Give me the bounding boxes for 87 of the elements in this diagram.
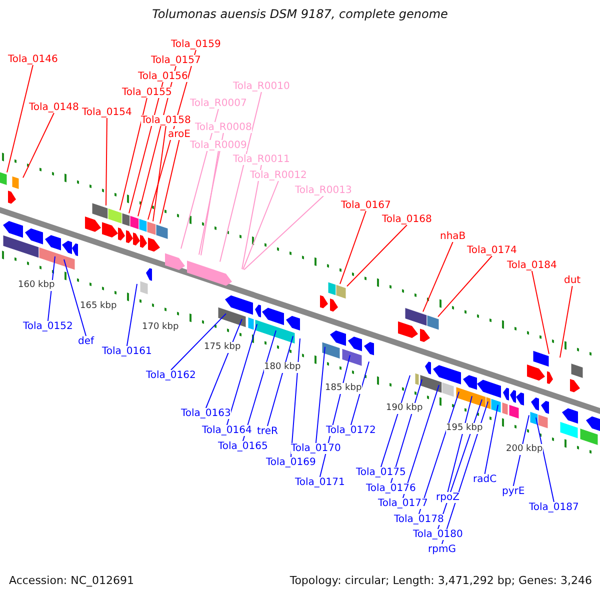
- gene-label: Tola_0157: [151, 55, 201, 66]
- leader-line: [160, 140, 180, 224]
- gene-label: Tola_0155: [122, 87, 172, 98]
- gene-label: Tola_R0010: [233, 81, 290, 92]
- genome-info-text: Topology: circular; Length: 3,471,292 bp; Genes: 3,246: [290, 575, 592, 586]
- leader-line: [422, 242, 454, 312]
- leader-line: [315, 346, 326, 444]
- leader-line: [346, 224, 408, 287]
- gene-label: Tola_0165: [218, 441, 268, 452]
- gene-label: Tola_0174: [467, 245, 517, 256]
- gene-label: Tola_R0008: [195, 122, 252, 133]
- gene-label: Tola_0162: [146, 370, 196, 381]
- gene-label: def: [78, 336, 94, 347]
- leader-line: [484, 404, 498, 474]
- gene-label: Tola_0170: [291, 443, 341, 454]
- gene-label: Tola_0171: [295, 477, 345, 488]
- gene-label: aroE: [168, 129, 190, 140]
- leader-line: [220, 92, 262, 262]
- gene-label: Tola_R0012: [250, 170, 307, 181]
- leader-line: [170, 313, 226, 370]
- gene-label: Tola_0154: [82, 107, 132, 118]
- leader-line: [152, 126, 166, 222]
- leader-line: [531, 270, 550, 354]
- gene-label: radC: [473, 474, 497, 485]
- scale-label: 185 kbp: [325, 382, 362, 394]
- gene-label: Tola_R0009: [190, 140, 247, 151]
- leader-line: [198, 132, 224, 256]
- leader-line: [340, 210, 366, 284]
- leader-line: [200, 150, 219, 256]
- leader-line: [242, 164, 262, 270]
- leader-line: [447, 396, 472, 492]
- gene-label: Tola_0175: [356, 467, 406, 478]
- accession-text: Accession: NC_012691: [9, 575, 134, 586]
- gene-label: Tola_0146: [8, 54, 58, 65]
- scale-label: 170 kbp: [142, 322, 179, 333]
- scale-label: 160 kbp: [18, 280, 55, 292]
- gene-label: Tola_0164: [202, 425, 252, 436]
- gene-label: Tola_0152: [23, 321, 73, 332]
- gene-label: Tola_0180: [413, 529, 463, 540]
- gene-label: Tola_0176: [366, 483, 416, 494]
- gene-label: Tola_R0011: [233, 154, 290, 165]
- gene-label: Tola_0177: [378, 498, 428, 509]
- gene-label: Tola_0184: [507, 260, 557, 271]
- gene-label: Tola_0169: [266, 457, 316, 468]
- scale-label: 175 kbp: [204, 342, 241, 354]
- leader-line: [22, 112, 54, 178]
- gene-label: Tola_0187: [529, 502, 579, 513]
- gene-label: nhaB: [440, 231, 466, 242]
- leader-line: [266, 336, 294, 426]
- leader-line: [380, 374, 410, 468]
- leader-line: [106, 118, 108, 206]
- gene-label: Tola_R0007: [190, 98, 247, 109]
- leader-line: [64, 258, 87, 336]
- leader-line: [226, 324, 258, 426]
- leader-line: [350, 361, 370, 426]
- scale-label: 165 kbp: [80, 300, 117, 312]
- gene-label: Tola_0161: [102, 346, 152, 357]
- gene-label: treR: [257, 426, 278, 437]
- leader-line: [438, 256, 492, 318]
- leader-line: [536, 417, 554, 502]
- gene-label: Tola_0158: [141, 115, 191, 126]
- leader-line: [418, 391, 460, 514]
- leader-line: [242, 180, 279, 270]
- leader-line: [126, 283, 138, 346]
- scale-label: 180 kbp: [264, 362, 301, 374]
- leader-line: [205, 318, 242, 408]
- gene-label: Tola_0156: [138, 71, 188, 82]
- gene-label: Tola_0168: [382, 214, 432, 225]
- leader-line: [402, 384, 440, 498]
- gene-label: Tola_0178: [394, 514, 444, 525]
- leader-line: [120, 98, 148, 211]
- gene-label: rpmG: [428, 544, 456, 555]
- gene-label: Tola_0163: [181, 408, 231, 419]
- leader-line: [560, 286, 573, 358]
- leader-line: [244, 196, 324, 270]
- gene-label: Tola_R0013: [295, 185, 352, 196]
- scale-label: 195 kbp: [446, 423, 483, 434]
- gene-label: Tola_0167: [341, 200, 391, 211]
- gene-label: Tola_0159: [171, 39, 221, 50]
- leader-line: [6, 64, 34, 173]
- gene-label: dut: [564, 275, 581, 286]
- scale-label: 200 kbp: [506, 444, 543, 455]
- gene-label: rpoZ: [436, 492, 460, 503]
- gene-label: pyrE: [502, 486, 525, 497]
- gene-label: Tola_0148: [29, 102, 79, 113]
- gene-label: Tola_0172: [326, 425, 376, 436]
- scale-label: 190 kbp: [386, 403, 423, 414]
